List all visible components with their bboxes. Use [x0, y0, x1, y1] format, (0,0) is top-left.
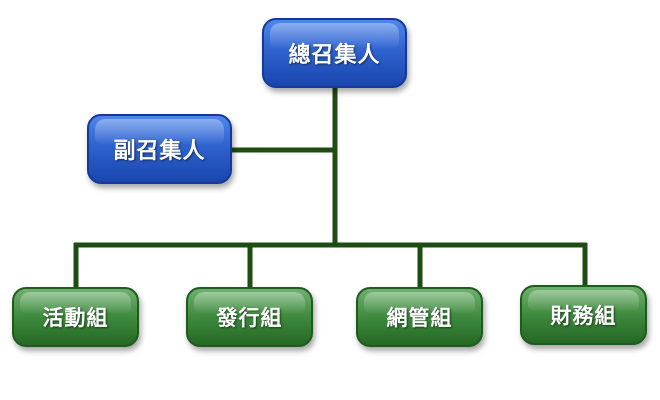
group-label-publishing: 發行組 — [216, 306, 283, 330]
group-label-activities: 活動組 — [42, 306, 109, 330]
group-box-finance: 財務組 — [520, 285, 647, 345]
group-label-web-admin: 網管組 — [386, 306, 453, 330]
chief-convener-box: 總召集人 — [262, 18, 407, 88]
deputy-convener-label: 副召集人 — [113, 139, 206, 164]
chief-convener-label: 總召集人 — [288, 43, 381, 68]
group-label-finance: 財務組 — [550, 304, 617, 328]
deputy-convener-box: 副召集人 — [87, 114, 232, 184]
group-box-publishing: 發行組 — [186, 287, 313, 347]
group-box-web-admin: 網管組 — [356, 287, 483, 347]
group-box-activities: 活動組 — [12, 287, 139, 347]
